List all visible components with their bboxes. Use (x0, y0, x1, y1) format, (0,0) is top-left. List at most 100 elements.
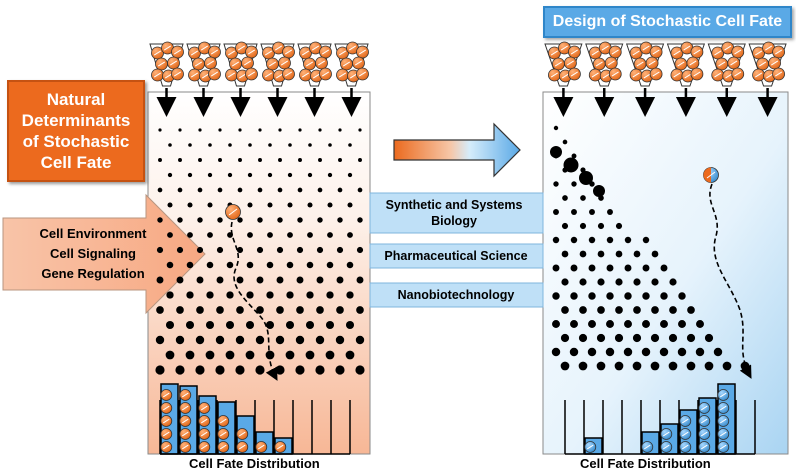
left-pegs (155, 128, 365, 375)
right-funnel-cell (608, 67, 622, 81)
left-peg (256, 306, 264, 314)
left-peg (166, 261, 174, 269)
left-funnel-cell (204, 56, 217, 70)
right-peg (624, 292, 632, 300)
left-peg (305, 320, 315, 330)
left-bin-cell (217, 441, 230, 453)
left-funnel-cell (272, 41, 285, 55)
left-funnel-cell (241, 56, 254, 70)
left-peg (178, 128, 182, 132)
left-peg (266, 261, 274, 269)
left-funnel-cell (346, 41, 359, 55)
right-peg (552, 236, 560, 244)
left-peg (187, 202, 193, 208)
left-peg (235, 365, 245, 375)
left-peg (206, 291, 214, 299)
left-funnel-cell (340, 57, 353, 71)
left-peg (356, 246, 364, 254)
left-peg (165, 350, 175, 360)
left-bin-cell (198, 415, 211, 427)
left-peg (307, 232, 313, 238)
left-peg (295, 365, 305, 375)
left-title-line-2: Determinants (21, 111, 131, 130)
left-cell-trajectory (230, 221, 278, 381)
left-bin-cell (255, 441, 268, 453)
right-peg (570, 320, 578, 328)
right-peg (642, 292, 650, 300)
right-bin-cell (641, 441, 654, 453)
right-bin-cell (717, 402, 730, 414)
right-peg (607, 209, 613, 215)
left-peg (356, 276, 364, 284)
right-title-box: Design of Stochastic Cell Fate (543, 6, 792, 38)
right-peg (605, 347, 615, 357)
input-cell-signaling: Cell Signaling (50, 246, 136, 261)
left-funnel-cell (336, 46, 349, 60)
left-peg (346, 261, 354, 269)
right-cell-trajectory (709, 183, 752, 379)
left-peg (236, 246, 244, 254)
right-peg (588, 292, 596, 300)
left-bin-cell (198, 441, 211, 453)
left-funnels (149, 41, 369, 117)
right-peg (695, 347, 705, 357)
left-peg (216, 306, 224, 314)
right-bin-cell (717, 415, 730, 427)
left-peg (315, 365, 325, 375)
left-funnel-cell (299, 68, 312, 82)
left-peg (255, 365, 265, 375)
right-funnel-cell (670, 46, 684, 60)
left-peg (287, 202, 293, 208)
right-peg (633, 250, 641, 258)
left-peg (337, 217, 343, 223)
left-peg (205, 350, 215, 360)
bridge-label-3: Nanobiotechnology (397, 288, 515, 302)
right-peg (633, 306, 641, 314)
left-bin-cell (179, 402, 192, 414)
left-funnel-cell (356, 45, 369, 59)
left-peg (175, 365, 185, 375)
right-peg (553, 209, 559, 215)
input-gene-regulation: Gene Regulation (41, 266, 145, 281)
right-funnel-cell (727, 56, 741, 70)
left-funnel-cell (208, 67, 221, 81)
left-peg (346, 291, 354, 299)
right-peg (570, 292, 578, 300)
left-peg (336, 306, 344, 314)
right-peg (668, 361, 678, 371)
left-peg (266, 291, 274, 299)
left-peg (338, 158, 342, 162)
left-funnel-cell (167, 56, 180, 70)
left-peg (247, 202, 253, 208)
left-title-line-4: Cell Fate (40, 153, 112, 172)
left-bin-cell (236, 441, 249, 453)
left-funnel-cell (171, 45, 184, 59)
right-peg (614, 361, 624, 371)
input-arrow (2, 193, 206, 315)
left-peg (287, 172, 293, 178)
left-peg (178, 158, 182, 162)
left-peg (227, 172, 233, 178)
right-peg (642, 320, 650, 328)
right-peg (571, 181, 577, 187)
right-peg (642, 236, 650, 244)
right-funnel-cell (645, 56, 659, 70)
input-cell-environment: Cell Environment (39, 226, 147, 241)
left-title-line-1: Natural (46, 90, 106, 109)
left-peg (247, 232, 253, 238)
left-peg (296, 306, 304, 314)
right-funnel-cell (649, 67, 663, 81)
left-peg (318, 128, 322, 132)
left-funnel-cell (303, 57, 316, 71)
right-peg (632, 361, 642, 371)
left-peg (285, 350, 295, 360)
left-peg (215, 335, 225, 345)
right-peg (596, 361, 606, 371)
right-peg (606, 236, 614, 244)
left-funnel-cell (151, 68, 164, 82)
left-peg (187, 172, 193, 178)
right-peg (678, 292, 686, 300)
right-funnel-cell (772, 67, 785, 81)
right-funnel-cell (588, 46, 602, 60)
